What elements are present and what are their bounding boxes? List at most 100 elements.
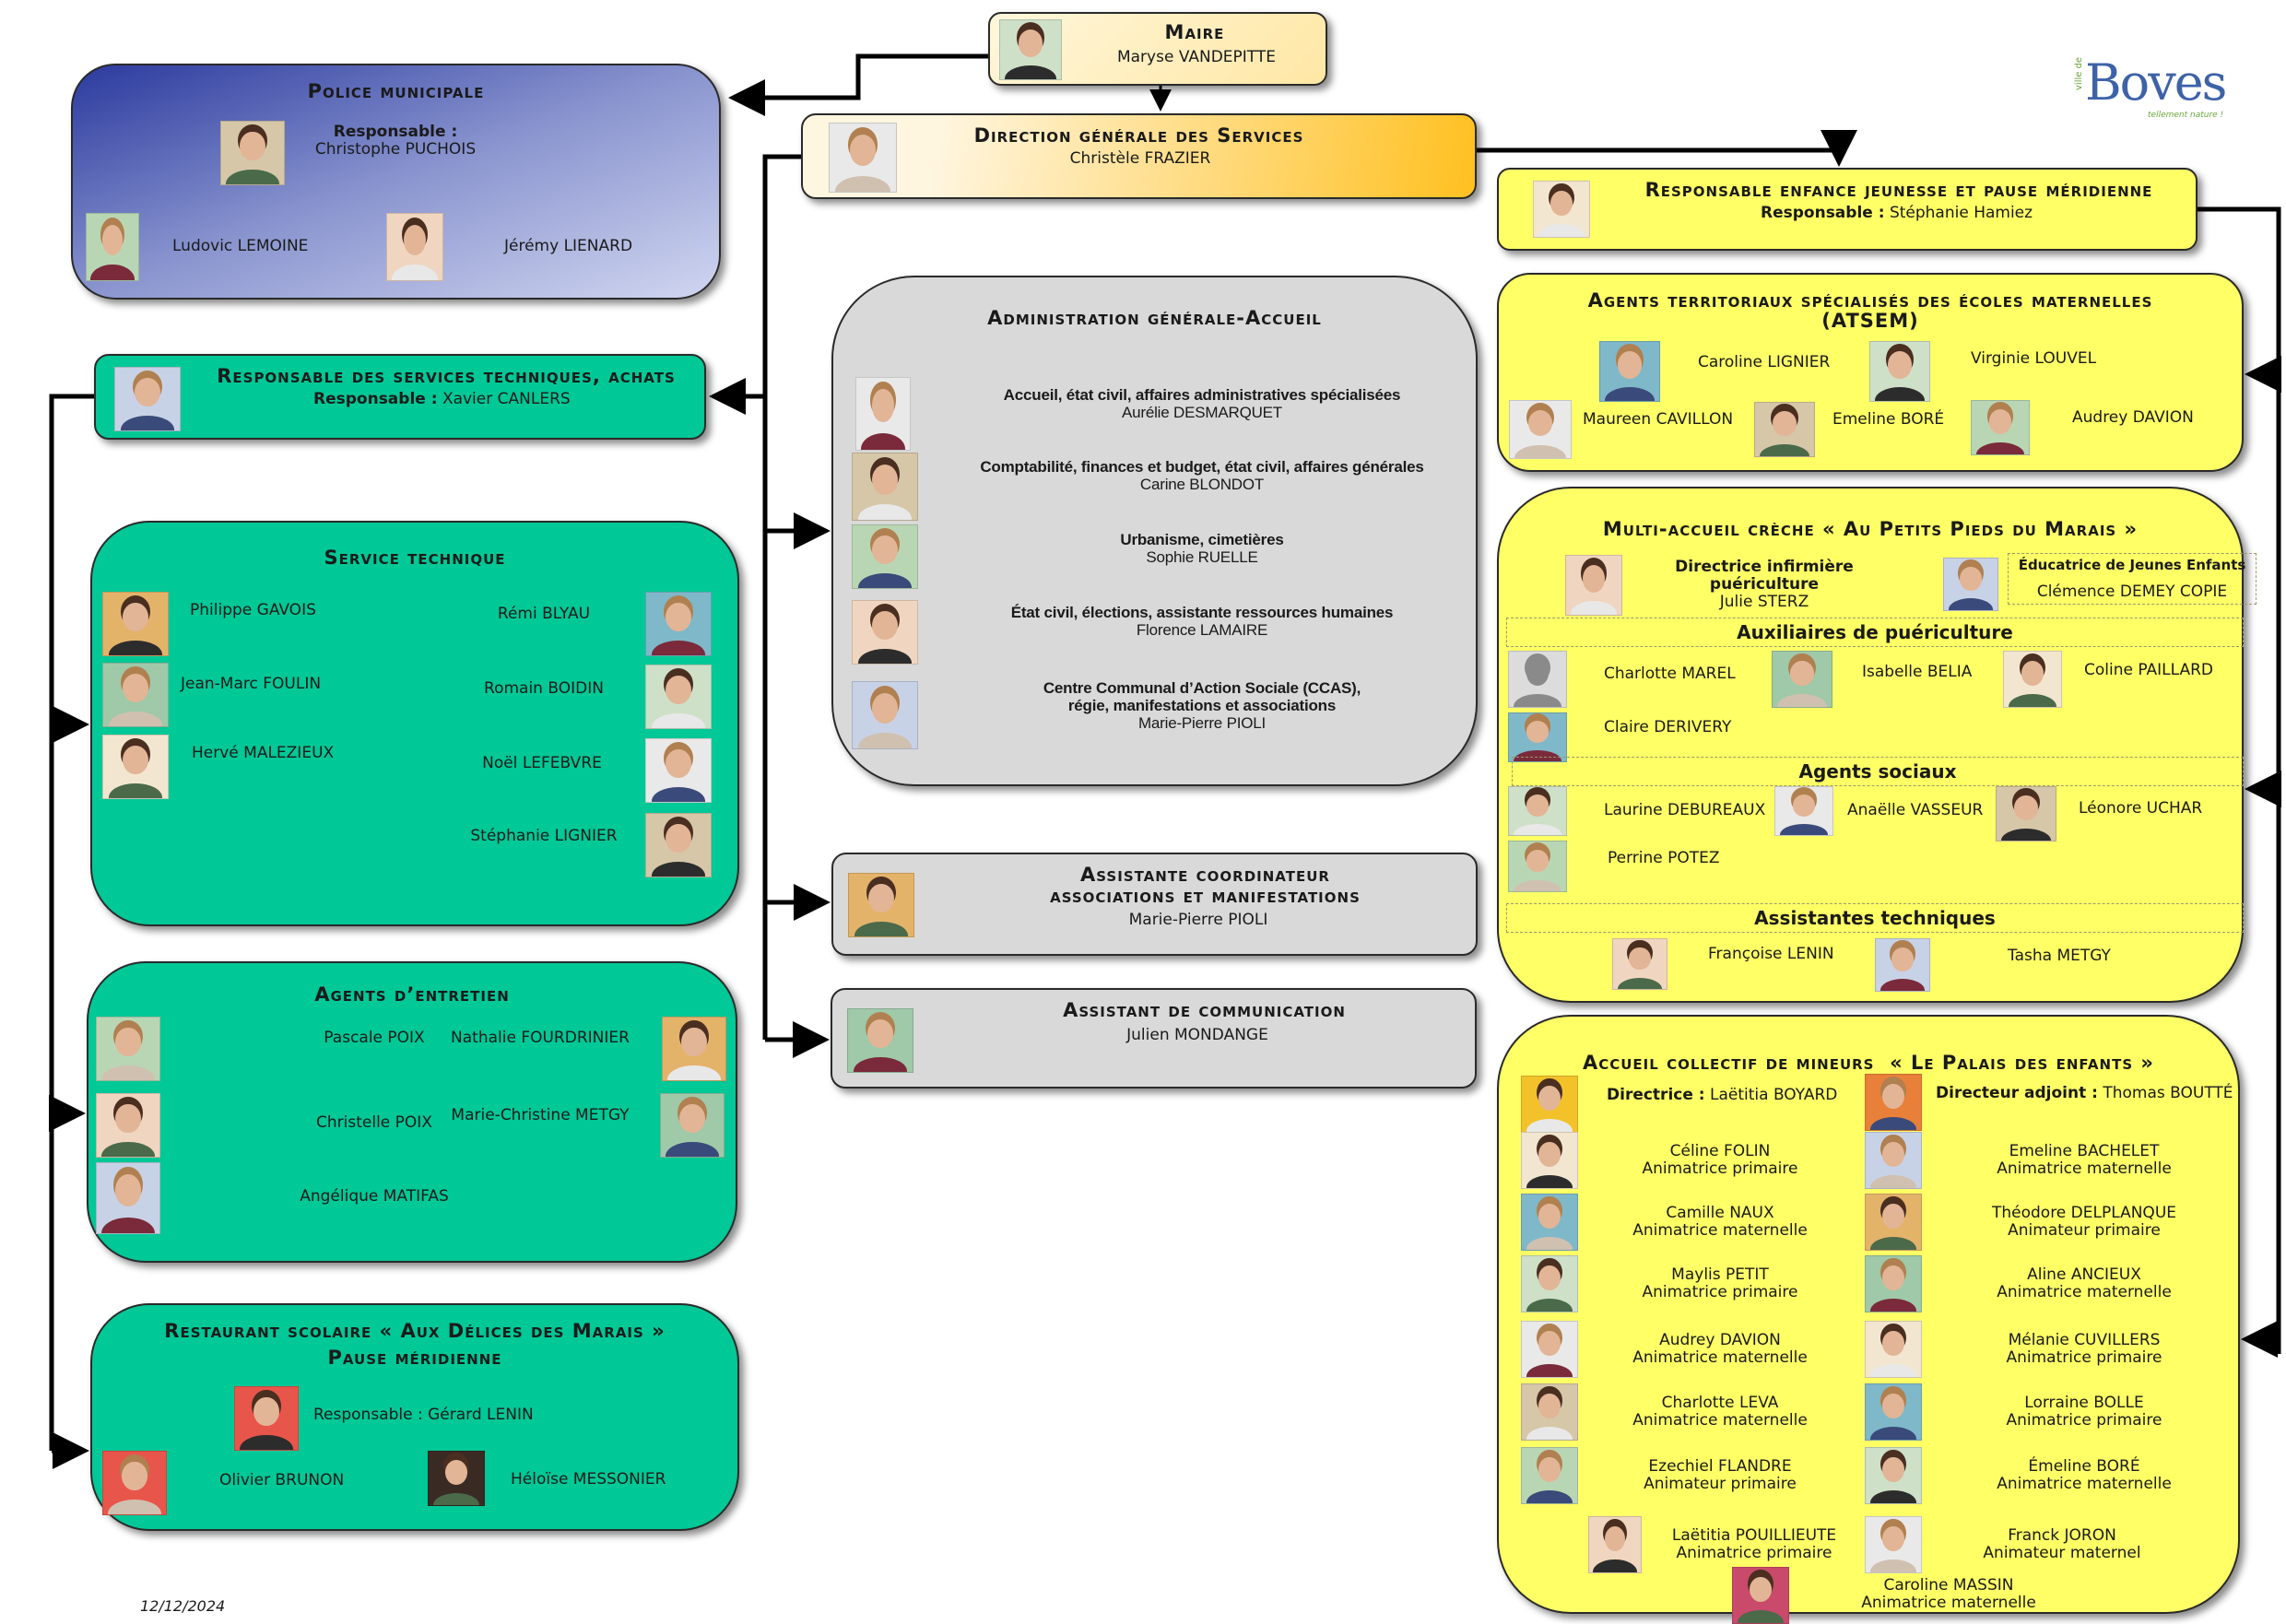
police-box: Police municipale Responsable : Christop… — [71, 64, 721, 300]
person-photo — [1521, 1132, 1578, 1189]
person-photo — [1521, 1255, 1578, 1312]
person-photo — [1774, 786, 1833, 836]
person-photo — [1865, 1516, 1922, 1573]
resp-tech-box: Responsable des services techniques, ach… — [94, 354, 706, 440]
enfance-responsable: Responsable : Stéphanie Hamiez — [1761, 204, 2033, 222]
assistante-name: Marie-Pierre PIOLI — [1128, 911, 1268, 929]
person-role: Animateur primaire — [1644, 1475, 1797, 1493]
enfance-box: Responsable enfance jeunesse et pause mé… — [1497, 168, 2198, 251]
admin-entry: Comptabilité, finances et budget, état c… — [980, 458, 1424, 493]
person-name: Ludovic LEMOINE — [172, 237, 309, 255]
person-photo — [1996, 786, 2056, 841]
person-name: Philippe GAVOIS — [190, 601, 316, 619]
person-name: Théodore DELPLANQUE — [1991, 1204, 2176, 1222]
person-photo — [1508, 786, 1567, 836]
communication-title: Assistant de communication — [1063, 999, 1346, 1021]
atsem-subtitle: (ATSEM) — [1821, 310, 1919, 332]
acm-directeur-adjoint: Directeur adjoint : Thomas BOUTTÉ — [1936, 1084, 2233, 1102]
person-name: Jérémy LIENARD — [504, 237, 633, 255]
dgs-name: Christèle FRAZIER — [1069, 149, 1211, 168]
person-photo — [1865, 1255, 1922, 1312]
person-photo — [428, 1451, 485, 1506]
person-photo — [829, 123, 897, 193]
boves-logo: ville de Boves tellement nature ! — [2074, 53, 2227, 120]
line-maire-police — [728, 53, 988, 116]
person-photo — [855, 377, 911, 451]
person-photo — [847, 1008, 913, 1073]
admin-title: Administration générale-Accueil — [987, 307, 1322, 329]
person-photo — [114, 367, 181, 431]
admin-entry: Centre Communal d’Action Sociale (CCAS),… — [1043, 679, 1361, 732]
restaurant-subtitle: Pause méridienne — [327, 1347, 502, 1369]
person-name: Ezechiel FLANDRE — [1648, 1457, 1792, 1476]
person-name: Camille NAUX — [1666, 1204, 1774, 1222]
person-photo — [96, 1017, 160, 1081]
maire-box: Maire Maryse VANDEPITTE — [988, 12, 1327, 86]
admin-entry: État civil, élections, assistante ressou… — [1010, 604, 1394, 639]
dgs-box: Direction générale des Services Christèl… — [801, 113, 1477, 199]
person-name: Françoise LENIN — [1708, 945, 1834, 963]
creche-box: Multi-accueil crèche « Au Petits Pieds d… — [1497, 487, 2257, 1003]
person-name: Claire DERIVERY — [1604, 718, 1732, 736]
person-photo — [852, 453, 918, 521]
entretien-box: Agents d’entretien Pascale POIX Christel… — [87, 961, 737, 1263]
person-photo — [1943, 558, 1998, 611]
person-photo — [102, 1451, 167, 1515]
person-photo — [234, 1386, 299, 1451]
communication-name: Julien MONDANGE — [1126, 1026, 1268, 1044]
dgs-title: Direction générale des Services — [973, 124, 1304, 147]
person-name: Christelle POIX — [316, 1113, 432, 1132]
person-photo — [852, 524, 918, 589]
person-role: Animatrice primaire — [1642, 1283, 1798, 1301]
person-name: Laurine DEBUREAUX — [1604, 801, 1766, 819]
person-name: Charlotte MAREL — [1604, 665, 1736, 683]
person-name: Perrine POTEZ — [1608, 849, 1720, 867]
person-photo — [220, 121, 285, 185]
restaurant-title: Restaurant scolaire « Aux Délices des Ma… — [164, 1320, 666, 1342]
assistante-title: Assistante coordinateur — [1080, 864, 1330, 886]
date-label: 12/12/2024 — [140, 1597, 226, 1615]
person-role: Animateur maternel — [1983, 1544, 2141, 1562]
communication-box: Assistant de communication Julien MONDAN… — [831, 988, 1477, 1089]
person-photo — [645, 592, 712, 656]
person-name: Céline FOLIN — [1669, 1142, 1771, 1160]
admin-entry: Accueil, état civil, affaires administra… — [1003, 386, 1401, 421]
maire-name: Maryse VANDEPITTE — [1116, 48, 1277, 66]
person-role: Animatrice maternelle — [1632, 1411, 1808, 1430]
person-name: Laëtitia POUILLIEUTE — [1671, 1526, 1837, 1545]
person-name: Lorraine BOLLE — [2024, 1394, 2144, 1412]
person-photo — [1509, 400, 1572, 459]
person-name: Aline ANCIEUX — [2027, 1265, 2141, 1284]
person-role: Animatrice maternelle — [1997, 1283, 2172, 1301]
person-photo — [1521, 1383, 1578, 1441]
person-name: Pascale POIX — [324, 1029, 425, 1047]
police-title: Police municipale — [307, 80, 485, 102]
line-enfance-trunk — [2198, 206, 2281, 1354]
person-photo — [1865, 1074, 1922, 1131]
maire-title: Maire — [1164, 21, 1225, 43]
person-name: Virginie LOUVEL — [1971, 349, 2097, 368]
person-name: Emeline BACHELET — [2009, 1142, 2160, 1160]
person-role: Animatrice maternelle — [1632, 1221, 1808, 1240]
person-name: Tasha METGY — [2008, 947, 2111, 965]
person-photo — [1521, 1321, 1578, 1378]
person-photo — [86, 213, 139, 281]
atsem-title: Agents territoriaux spécialisés des écol… — [1587, 289, 2153, 312]
person-photo — [1599, 341, 1660, 402]
person-role: Animatrice maternelle — [1997, 1159, 2172, 1178]
person-photo — [852, 600, 918, 665]
person-photo — [1865, 1447, 1922, 1504]
person-name: Mélanie CUVILLERS — [2008, 1331, 2161, 1349]
person-name: Nathalie FOURDRINIER — [451, 1029, 630, 1047]
person-name: Coline PAILLARD — [2084, 661, 2214, 679]
person-role: Animatrice primaire — [2006, 1348, 2162, 1367]
